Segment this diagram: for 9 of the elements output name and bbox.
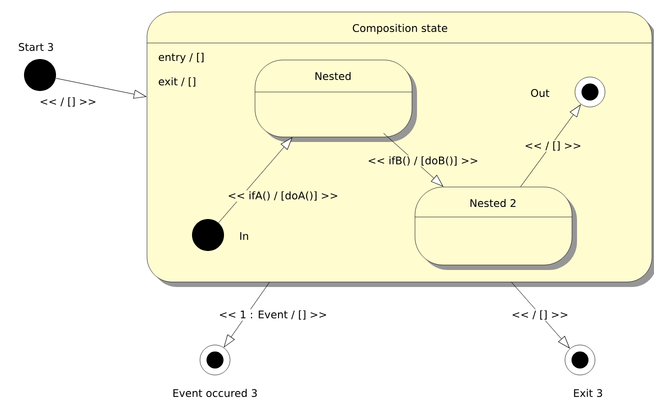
state-name: Event occured 3 [173,388,257,398]
edge-label: << 1 : Event / [] >> [218,309,328,321]
state-name: Exit 3 [574,388,602,398]
state-name: Start 3 [18,43,53,51]
edge-label: << / [] >> [510,309,570,321]
transition-arrow [56,78,146,99]
transition-arrow [511,282,570,348]
edge-label: << / [] >> [38,96,98,108]
transition-arrow [224,282,270,348]
